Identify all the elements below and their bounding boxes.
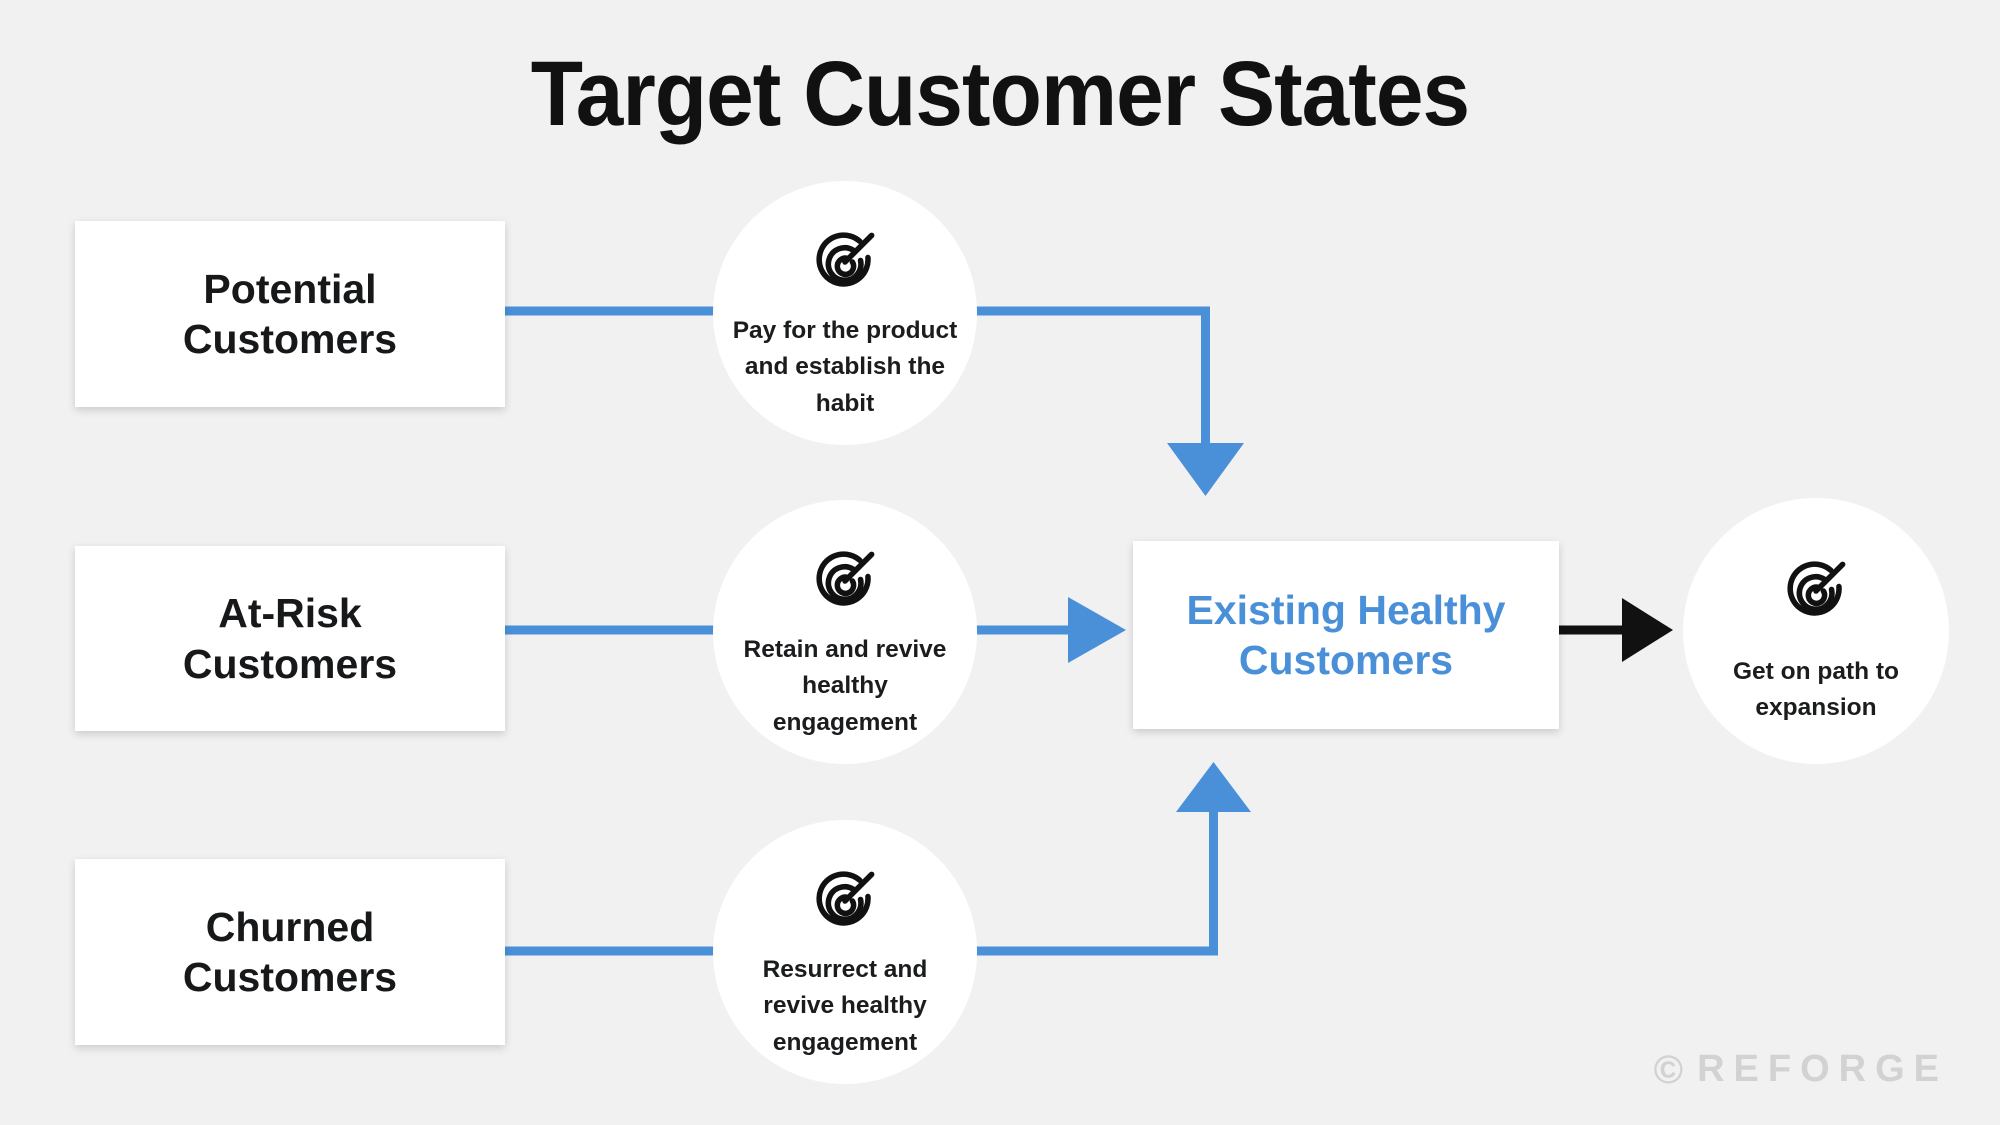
target-arrow-icon [816, 871, 875, 926]
transition-circle-pay-for-product[interactable]: Pay for the product and establish the habi… [713, 181, 977, 445]
outcome-label-line1: Get on path to [1732, 658, 1900, 685]
watermark-brand-text: REFORGE [1697, 1048, 1948, 1090]
state-label-line1: Churned [205, 903, 375, 950]
outcome-label-line2: expansion [1755, 694, 1877, 722]
state-label-line2: Customers [182, 316, 398, 362]
transition-label-line2: revive healthy [763, 992, 927, 1020]
transition-circle-label: Retain and revive healthy engagement [729, 632, 961, 741]
target-arrow-icon [816, 551, 875, 606]
page-title: Target Customer States [530, 43, 1470, 145]
target-arrow-icon [816, 232, 875, 287]
transition-label-line3: habit [815, 389, 875, 417]
transition-circle-label: Resurrect and revive healthy engagement [729, 952, 961, 1061]
arrowhead-right-into-existing [1068, 597, 1126, 663]
transition-label-line2: and establish the [744, 353, 946, 381]
arrowhead-down-into-existing [1167, 443, 1244, 496]
transition-label-line1: Retain and revive [743, 636, 947, 663]
transition-label-line2: healthy [802, 672, 888, 700]
state-label-line1: Existing Healthy [1186, 586, 1506, 633]
arrowhead-right-to-expansion [1622, 598, 1673, 662]
outcome-circle-label: Get on path to expansion [1699, 654, 1933, 727]
transition-circle-resurrect-and-revive[interactable]: Resurrect and revive healthy engagement [713, 820, 977, 1084]
transition-circle-label: Pay for the product and establish the habi… [729, 313, 961, 422]
transition-circle-retain-and-revive[interactable]: Retain and revive healthy engagement [713, 500, 977, 764]
copyright-icon: © [1653, 1047, 1684, 1092]
arrowhead-up-into-existing [1176, 762, 1251, 812]
transition-label-line3: engagement [772, 708, 918, 736]
state-label-line1: At-Risk [218, 590, 362, 637]
transition-label-line1: Resurrect and [762, 956, 928, 983]
transition-label-line3: engagement [772, 1028, 918, 1056]
outcome-circle-get-on-path-to-expansion[interactable]: Get on path to expansion [1683, 498, 1949, 764]
state-label-line2: Customers [182, 640, 398, 687]
transition-label-line1: Pay for the product [732, 317, 958, 344]
state-label-line1: Potential [203, 265, 377, 312]
target-arrow-icon [1787, 561, 1846, 616]
state-label-line2: Customers [1238, 637, 1454, 683]
state-label-line2: Customers [182, 954, 398, 1000]
reforge-watermark: © REFORGE [1654, 1048, 1948, 1091]
